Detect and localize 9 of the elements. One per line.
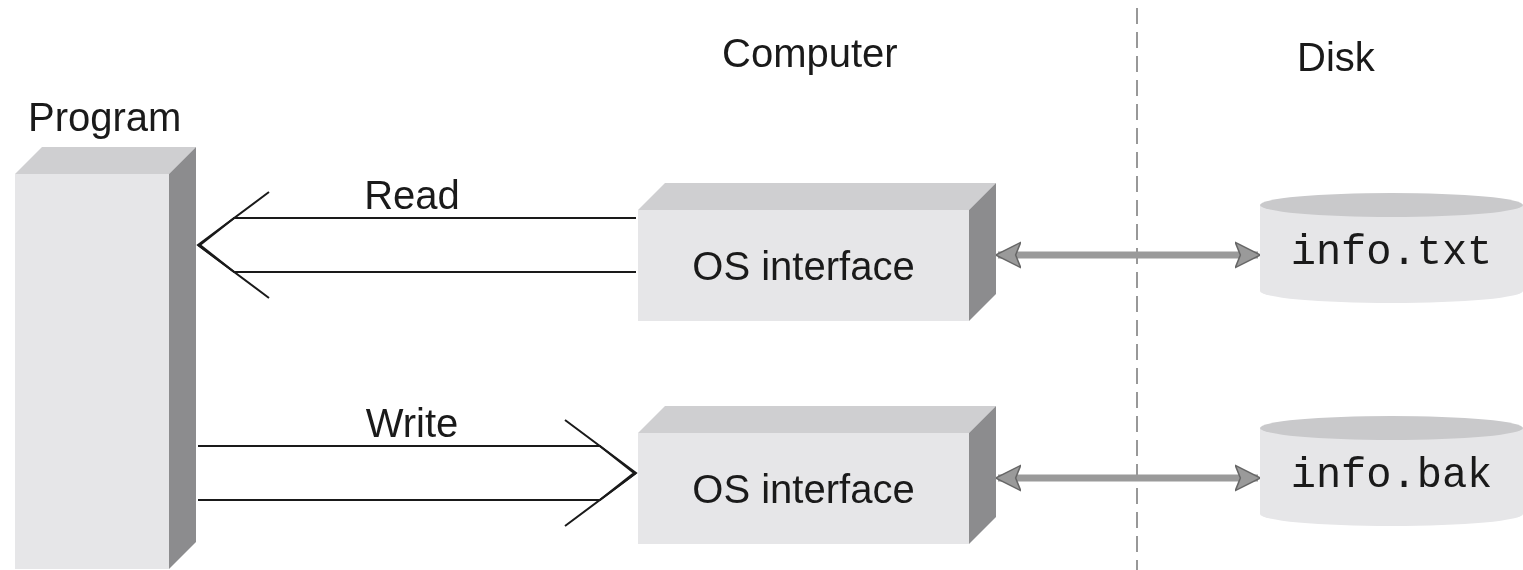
node-label: OS interface (691, 468, 916, 509)
file-name: info.bak (1289, 455, 1494, 497)
wide-arrow (197, 419, 637, 527)
region-heading: Disk (1297, 37, 1375, 77)
region-heading: Computer (722, 33, 898, 73)
node-heading: Program (28, 97, 182, 137)
file-name: info.txt (1289, 232, 1494, 274)
node-label: OS interface (691, 245, 916, 286)
wide-arrow (197, 191, 637, 299)
